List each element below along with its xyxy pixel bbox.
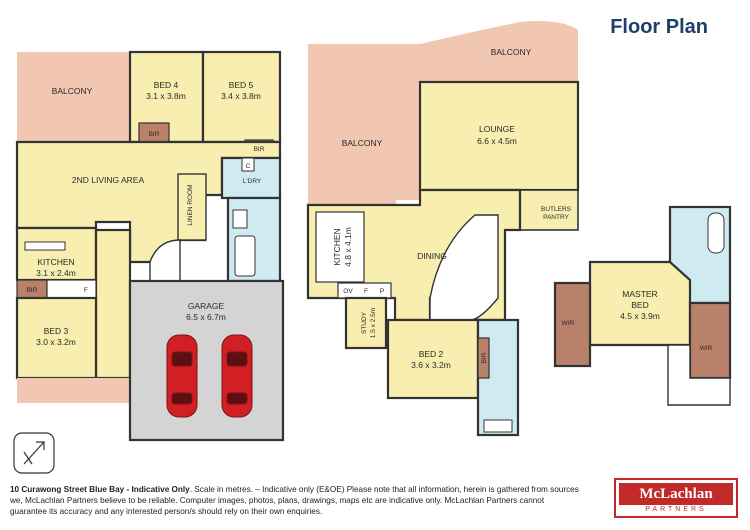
label-kitchen-upper-size: 4.8 x 4.1m bbox=[343, 227, 353, 267]
label-kitchen-upper-name: KITCHEN bbox=[332, 228, 342, 265]
car-left bbox=[166, 334, 198, 418]
label-study-size: 1.5 x 2.5m bbox=[370, 308, 377, 338]
kitchen-upper-island bbox=[315, 211, 365, 283]
label-wir-right: WIR bbox=[700, 345, 713, 352]
label-bed3-name: BED 3 bbox=[44, 326, 69, 336]
lounge-area bbox=[418, 80, 580, 192]
label-lounge-name: LOUNGE bbox=[479, 124, 515, 134]
page-title: Floor Plan bbox=[610, 16, 708, 38]
disclaimer-line-1: 10 Curawong Street Blue Bay - Indicative… bbox=[10, 484, 610, 495]
car-left-rear-window bbox=[171, 392, 193, 405]
label-bed4-size: 3.1 x 3.8m bbox=[146, 91, 186, 101]
label-bir-bed2: BIR bbox=[481, 352, 488, 363]
disclaimer: 10 Curawong Street Blue Bay - Indicative… bbox=[10, 484, 610, 518]
wir-right-area bbox=[688, 301, 732, 380]
upper-level-plan bbox=[306, 21, 580, 437]
label-lounge-size: 6.6 x 4.5m bbox=[477, 136, 517, 146]
master-bathtub bbox=[707, 212, 725, 254]
label-master-1: MASTER bbox=[622, 289, 657, 299]
label-ov: OV bbox=[343, 288, 353, 295]
label-c-cupboard: C bbox=[246, 163, 251, 170]
label-living2: 2ND LIVING AREA bbox=[72, 175, 145, 185]
label-kitchen-lower-name: KITCHEN bbox=[37, 257, 74, 267]
label-balcony-mid: BALCONY bbox=[342, 138, 383, 148]
label-bir-bed3: BIR bbox=[27, 287, 38, 294]
label-bir-bed4: BIR bbox=[149, 131, 160, 138]
disclaimer-line-2: we, McLachlan Partners believe to be rel… bbox=[10, 496, 545, 506]
label-wir-left: WIR bbox=[562, 320, 575, 327]
label-master-size: 4.5 x 3.9m bbox=[620, 311, 660, 321]
label-bed5-size: 3.4 x 3.8m bbox=[221, 91, 261, 101]
balcony-bottom-left bbox=[17, 378, 130, 403]
label-f-upper: F bbox=[364, 288, 368, 295]
disclaimer-line-1-rest: . Scale in metres. – Indicative only (E&… bbox=[189, 485, 579, 494]
lower-hallway bbox=[94, 228, 132, 380]
label-p-upper: P bbox=[380, 288, 384, 295]
lower-level-plan bbox=[15, 50, 285, 442]
label-butlers-1: BUTLERS bbox=[541, 206, 572, 213]
label-bed2-name: BED 2 bbox=[419, 349, 444, 359]
label-bed5-name: BED 5 bbox=[229, 80, 254, 90]
car-left-windshield bbox=[171, 351, 193, 367]
logo-sub: PARTNERS bbox=[645, 506, 707, 513]
label-bed2-size: 3.6 x 3.2m bbox=[411, 360, 451, 370]
label-master-2: BED bbox=[631, 300, 648, 310]
label-balcony-top: BALCONY bbox=[491, 47, 532, 57]
address: 10 Curawong Street Blue Bay - Indicative… bbox=[10, 485, 190, 494]
label-bed4-name: BED 4 bbox=[154, 80, 179, 90]
stairs-lower bbox=[149, 239, 181, 282]
label-kitchen-lower-size: 3.1 x 2.4m bbox=[36, 268, 76, 278]
label-study-name: STUDY bbox=[361, 311, 368, 334]
linen-area bbox=[177, 173, 207, 241]
garage-cars bbox=[166, 334, 253, 418]
bir-bed2-overlay bbox=[477, 337, 490, 379]
label-balcony-left: BALCONY bbox=[52, 86, 93, 96]
car-right bbox=[221, 334, 253, 418]
fridge-area bbox=[46, 279, 97, 299]
garage-area bbox=[128, 279, 285, 442]
label-butlers-2: PANTRY bbox=[543, 214, 569, 221]
balcony-upper-area bbox=[308, 21, 578, 205]
master-stairs bbox=[667, 344, 731, 406]
wir-left-area bbox=[553, 281, 592, 368]
disclaimer-line-3: guarantee its accuracy and any intereste… bbox=[10, 507, 323, 517]
label-dining: DINING bbox=[417, 251, 447, 261]
bathtub-lower bbox=[234, 235, 256, 277]
car-right-windshield bbox=[226, 351, 248, 367]
brand-logo: McLachlan PARTNERS bbox=[614, 478, 738, 518]
kitchen-lower-bench bbox=[24, 241, 66, 251]
label-garage-size: 6.5 x 6.7m bbox=[186, 312, 226, 322]
label-bed3-size: 3.0 x 3.2m bbox=[36, 337, 76, 347]
bed3-area bbox=[15, 296, 98, 380]
logo-name: McLachlan bbox=[619, 483, 733, 505]
label-laundry: L'DRY bbox=[243, 178, 262, 185]
toilet-lower bbox=[232, 209, 248, 229]
label-linen: LINEN ROOM bbox=[187, 184, 194, 225]
master-plan bbox=[553, 205, 732, 406]
label-garage-name: GARAGE bbox=[188, 301, 225, 311]
c-cupboard-area bbox=[241, 157, 255, 172]
study-area bbox=[344, 296, 388, 350]
compass-icon bbox=[13, 432, 55, 474]
car-right-rear-window bbox=[226, 392, 248, 405]
label-fridge: F bbox=[84, 287, 88, 294]
shower-bed2 bbox=[483, 419, 513, 433]
label-bir-bed5: BIR bbox=[254, 146, 265, 153]
bed5-area bbox=[201, 50, 282, 144]
bed2-area bbox=[386, 318, 480, 400]
balcony-left-area bbox=[17, 52, 130, 142]
